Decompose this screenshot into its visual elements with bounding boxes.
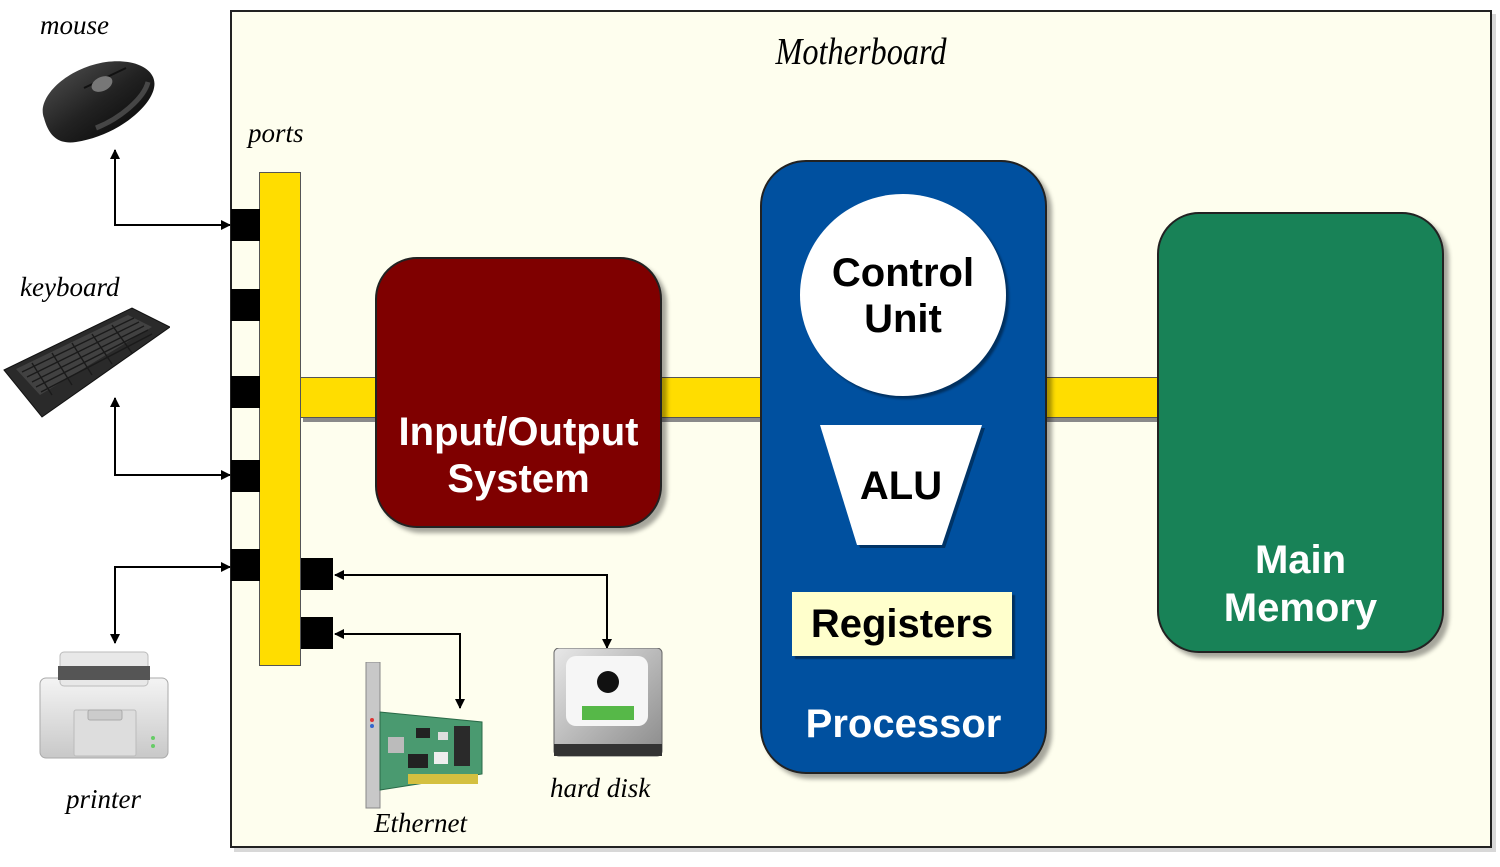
processor-block[interactable]: Control Unit ALU Registers Processor bbox=[760, 160, 1047, 774]
motherboard-title: Motherboard bbox=[775, 31, 947, 73]
io-system-label-line1: Input/Output bbox=[398, 410, 639, 454]
port-2[interactable] bbox=[231, 289, 260, 321]
alu-label: ALU bbox=[859, 464, 943, 508]
network-card-icon[interactable] bbox=[358, 661, 484, 810]
mouse-icon[interactable] bbox=[36, 58, 160, 148]
main-memory-block[interactable]: Main Memory bbox=[1157, 212, 1444, 653]
port-3[interactable] bbox=[231, 376, 260, 408]
main-memory-label-line1: Main bbox=[1254, 538, 1347, 582]
port-keyboard[interactable] bbox=[231, 460, 260, 492]
port-mouse[interactable] bbox=[231, 209, 260, 241]
control-unit[interactable]: Control Unit bbox=[800, 194, 1006, 396]
control-unit-label-line1: Control bbox=[831, 251, 975, 295]
alu-trapezoid-shape bbox=[820, 425, 985, 548]
printer-icon[interactable] bbox=[38, 650, 170, 760]
alu[interactable]: ALU bbox=[818, 424, 985, 550]
io-system-block[interactable]: Input/Output System bbox=[375, 257, 662, 528]
printer-label: printer bbox=[66, 784, 142, 814]
ethernet-label: Ethernet bbox=[374, 808, 467, 838]
keyboard-label: keyboard bbox=[20, 272, 120, 302]
control-unit-label-line2: Unit bbox=[864, 297, 942, 341]
port-ethernet[interactable] bbox=[301, 617, 333, 649]
port-printer[interactable] bbox=[231, 549, 260, 581]
registers-label: Registers bbox=[810, 602, 994, 646]
hard-disk-label: hard disk bbox=[550, 773, 651, 803]
mouse-connection bbox=[110, 149, 231, 230]
printer-connection bbox=[110, 562, 231, 644]
registers[interactable]: Registers bbox=[792, 592, 1012, 656]
processor-label: Processor bbox=[805, 702, 1002, 746]
port-hard-disk[interactable] bbox=[301, 558, 333, 590]
keyboard-icon[interactable] bbox=[2, 305, 171, 420]
mouse-label: mouse bbox=[40, 10, 109, 40]
hard-disk-icon[interactable] bbox=[552, 647, 664, 758]
ports-label: ports bbox=[248, 118, 304, 148]
port-bus bbox=[259, 172, 301, 666]
io-system-label-line2: System bbox=[447, 457, 590, 501]
main-memory-label-line2: Memory bbox=[1223, 586, 1378, 630]
